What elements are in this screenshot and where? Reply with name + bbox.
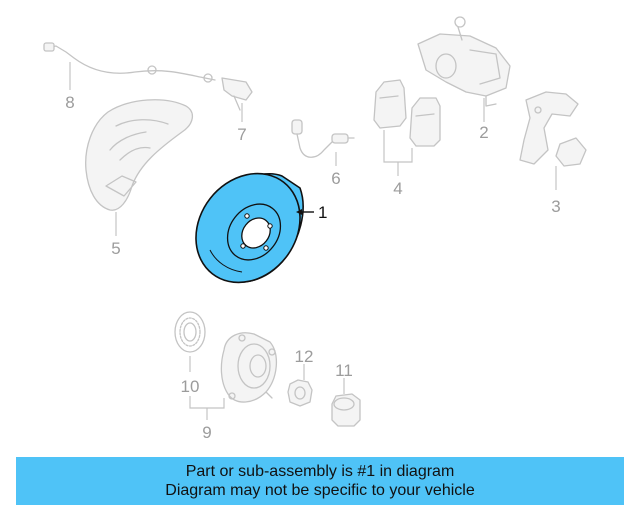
part-10-tone-ring [174,311,206,372]
callout-2: 2 [479,123,488,142]
part-8-abs-sensor-wire [43,42,216,90]
part-4-brake-pads [373,79,441,176]
callout-12: 12 [295,347,314,366]
part-5-splash-shield [85,99,193,236]
part-1-brake-rotor [195,172,314,284]
part-12-hub-nut [287,364,313,407]
callout-9: 9 [202,423,211,442]
part-7-speed-sensor [221,77,253,122]
callout-8: 8 [65,93,74,112]
callout-3: 3 [551,197,560,216]
parts-diagram: 1 2 3 4 5 6 7 8 9 10 11 12 [43,16,587,442]
part-3-caliper-bracket [519,91,587,190]
part-11-dust-cap [331,378,361,427]
part-9-hub-assembly [189,332,277,420]
part-6-brake-hose [291,119,355,166]
callout-5: 5 [111,239,120,258]
callout-6: 6 [331,169,340,188]
part-2-caliper [417,16,511,122]
callout-7: 7 [237,125,246,144]
banner-line-part-number: Part or sub-assembly is #1 in diagram [185,463,455,480]
callout-11: 11 [335,361,353,380]
callout-4: 4 [393,179,402,198]
info-banner: Part or sub-assembly is #1 in diagram Di… [16,457,624,505]
banner-line-disclaimer: Diagram may not be specific to your vehi… [165,482,475,499]
callout-1: 1 [318,203,327,222]
callout-10: 10 [181,377,200,396]
